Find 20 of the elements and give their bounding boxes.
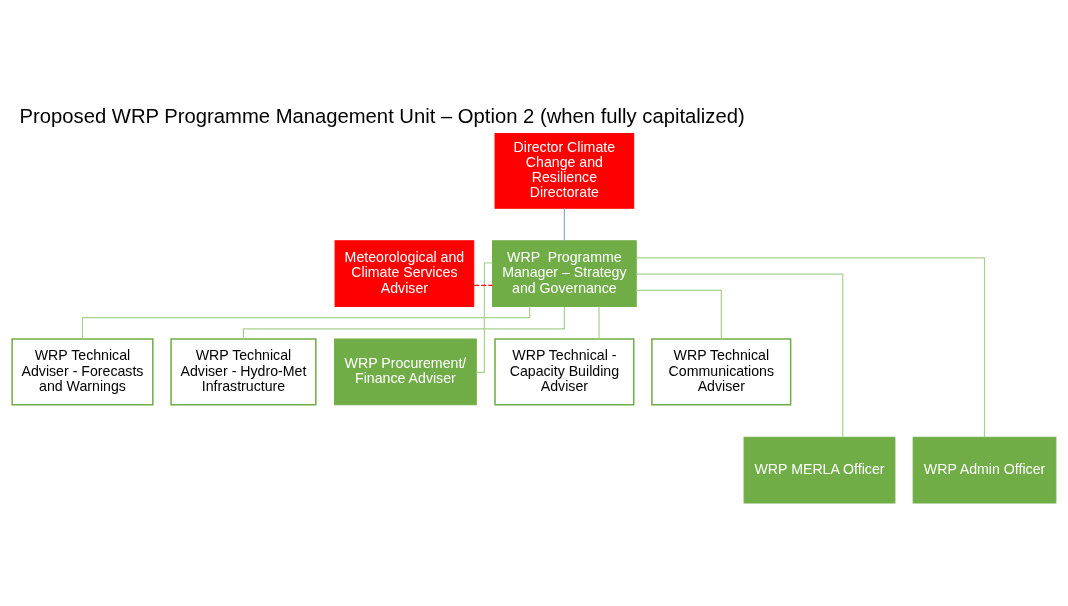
node-box: WRP Technical Adviser - Forecasts and Warnings: [11, 338, 154, 406]
node-box: Meteorological and Climate Services Adviser: [334, 240, 475, 308]
connector: [473, 284, 493, 286]
connector: [475, 262, 493, 373]
connector: [636, 257, 986, 438]
connector: [81, 305, 531, 340]
connector: [635, 273, 844, 438]
connector: [563, 207, 565, 242]
diagram-title: Proposed WRP Programme Management Unit – Option 2 (when fully capitalized): [19, 105, 745, 128]
connector: [242, 306, 565, 340]
node-box: Director Climate Change and Resilience Directorate: [494, 132, 635, 209]
connector: [598, 306, 600, 340]
node-box: WRP Programme Manager – Strategy and Governance: [492, 240, 637, 308]
node-box: WRP Technical Communications Adviser: [651, 338, 792, 406]
node-box: WRP Procurement/ Finance Adviser: [334, 338, 477, 406]
node-box: WRP MERLA Officer: [743, 436, 896, 504]
node-box: WRP Admin Officer: [912, 436, 1057, 504]
node-box: WRP Technical - Capacity Building Adviser: [494, 338, 635, 406]
node-box: WRP Technical Adviser - Hydro-Met Infrastructure: [170, 338, 317, 406]
connector: [635, 289, 722, 340]
